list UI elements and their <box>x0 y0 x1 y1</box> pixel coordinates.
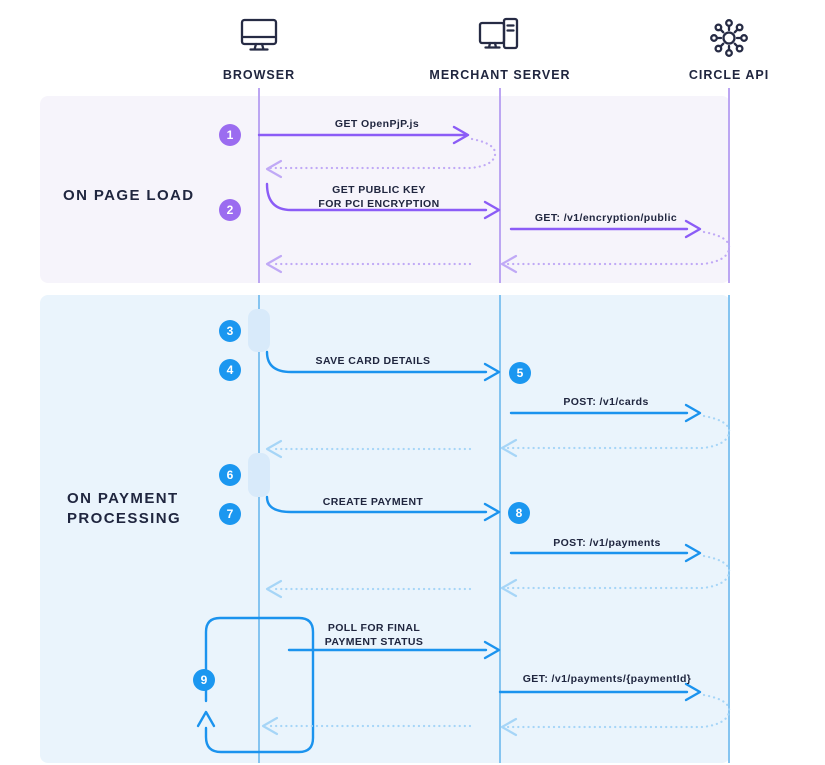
actor-label-merchant-server: MERCHANT SERVER <box>429 68 571 82</box>
section-title-line2: PROCESSING <box>67 510 182 527</box>
browser-monitor-icon <box>237 16 281 60</box>
msg-create-payment: CREATE PAYMENT <box>322 496 424 508</box>
actor-label-circle-api: CIRCLE API <box>688 68 770 82</box>
section-title-on-page-load: ON PAGE LOAD <box>63 187 195 204</box>
merchant-server-icon <box>478 16 522 60</box>
step-node-7: 7 <box>219 503 241 525</box>
msg-post-cards: POST: /v1/cards <box>563 396 649 408</box>
step-node-1: 1 <box>219 124 241 146</box>
section-title-line1: ON PAYMENT <box>67 490 179 507</box>
msg-post-payments: POST: /v1/payments <box>553 537 661 549</box>
circle-api-hub-icon <box>707 16 751 60</box>
msg-get-openpjp: GET OpenPjP.js <box>334 118 420 130</box>
msg-get-public-key: GET PUBLIC KEY FOR PCI ENCRYPTION <box>318 184 440 210</box>
actor-label-browser: BROWSER <box>222 68 296 82</box>
step-node-6: 6 <box>219 464 241 486</box>
step-node-5: 5 <box>509 362 531 384</box>
step-node-3: 3 <box>219 320 241 342</box>
step-node-8: 8 <box>508 502 530 524</box>
msg-get-payment-by-id: GET: /v1/payments/{paymentId} <box>522 673 692 685</box>
msg-get-encryption-public: GET: /v1/encryption/public <box>534 212 678 224</box>
step-node-2: 2 <box>219 199 241 221</box>
msg-poll-payment-status: POLL FOR FINAL PAYMENT STATUS <box>324 622 424 648</box>
step-node-9: 9 <box>193 669 215 691</box>
section-title-on-payment-processing: ON PAYMENT PROCESSING <box>67 489 181 529</box>
msg-save-card-details: SAVE CARD DETAILS <box>315 355 431 367</box>
step-node-4: 4 <box>219 359 241 381</box>
